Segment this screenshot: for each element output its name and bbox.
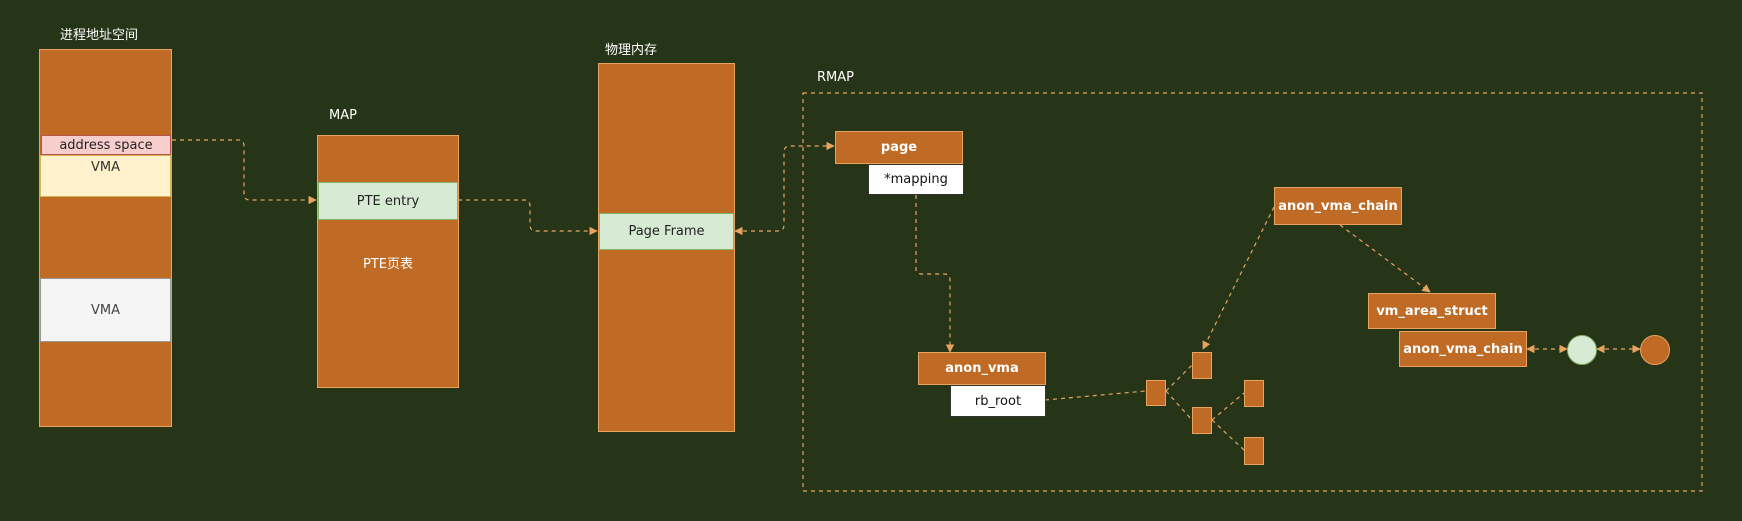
anon-vma-chain-top-box[interactable]: anon_vma_chain <box>1274 187 1402 225</box>
rb-root-box[interactable]: rb_root <box>950 385 1046 417</box>
link-rb-root-to-tree-root <box>1044 390 1147 401</box>
mapping-field-box[interactable]: *mapping <box>868 164 964 195</box>
link-chain-to-tree-node <box>1202 206 1275 350</box>
vma-box-lower[interactable]: VMA <box>40 278 171 342</box>
rb-tree-node-root[interactable] <box>1146 380 1166 406</box>
anon-vma-box[interactable]: anon_vma <box>918 352 1046 385</box>
address-space-box[interactable]: address space <box>41 135 171 155</box>
list-node-circle-green[interactable] <box>1567 335 1597 365</box>
title-physical-memory: 物理内存 <box>605 43 658 58</box>
title-map: MAP <box>329 108 357 123</box>
title-rmap: RMAP <box>817 70 854 85</box>
rb-tree-node-right-lower[interactable] <box>1244 437 1264 465</box>
title-process-address-space: 进程地址空间 <box>60 28 139 43</box>
link-pte-entry-to-page-frame <box>458 199 598 236</box>
tree-edge-lower-right-up <box>1211 392 1245 421</box>
link-address-space-to-pte-entry <box>172 139 317 205</box>
link-mapping-to-anon-vma <box>915 195 955 353</box>
tree-edge-root-upper <box>1165 364 1193 392</box>
link-chain-to-vm-area-struct <box>1339 224 1431 293</box>
anon-vma-chain-bottom-box[interactable]: anon_vma_chain <box>1399 331 1527 367</box>
pte-table-label: PTE页表 <box>363 256 413 272</box>
tree-edge-root-lower <box>1165 390 1193 421</box>
process-address-space-column[interactable] <box>39 49 172 427</box>
link-page-frame-to-page <box>734 141 835 236</box>
rb-tree-node-upper[interactable] <box>1192 352 1212 379</box>
list-node-circle-orange[interactable] <box>1640 335 1670 365</box>
pte-entry-box[interactable]: PTE entry <box>318 182 458 220</box>
page-frame-box[interactable]: Page Frame <box>599 213 734 250</box>
rb-tree-node-lower[interactable] <box>1192 407 1212 434</box>
vma-box-upper[interactable]: VMA <box>40 155 171 197</box>
page-struct-box[interactable]: page <box>835 131 963 164</box>
rb-tree-node-right-upper[interactable] <box>1244 380 1264 407</box>
tree-edge-lower-right-down <box>1211 419 1245 451</box>
vm-area-struct-box[interactable]: vm_area_struct <box>1368 293 1496 329</box>
pte-table-column[interactable] <box>317 135 459 388</box>
